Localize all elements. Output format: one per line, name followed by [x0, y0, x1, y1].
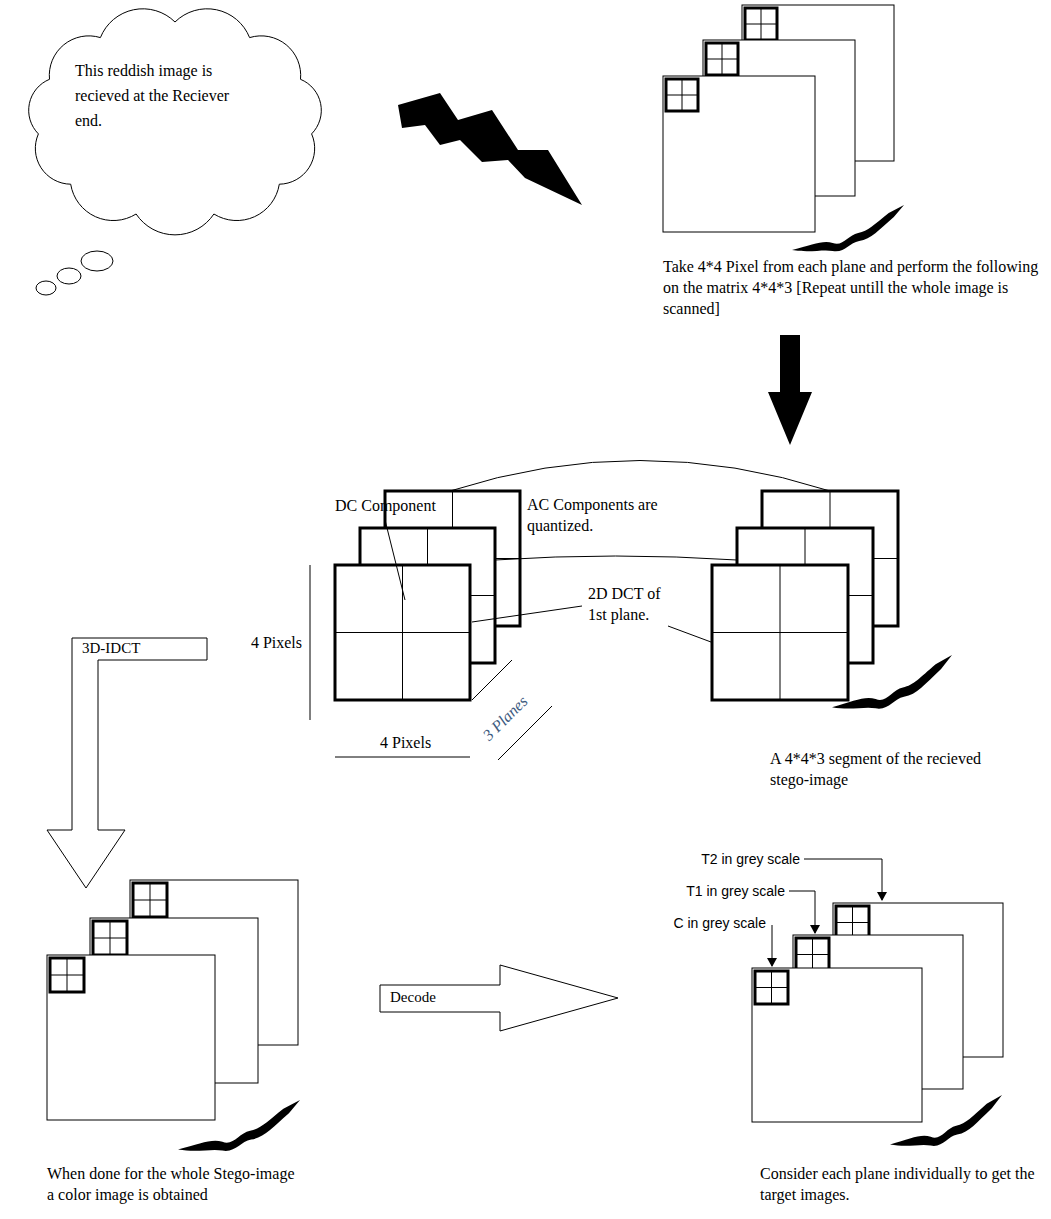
brush-stroke	[890, 1095, 1002, 1146]
plane-callout: T2 in grey scale	[701, 850, 800, 868]
depth-line	[472, 660, 512, 700]
callout-arrow	[772, 925, 773, 966]
callout-arrow	[789, 891, 815, 933]
pixel-block	[745, 8, 777, 40]
pixel-block	[133, 883, 167, 917]
thought-cloud: This reddish image is recieved at the Re…	[15, 0, 335, 240]
image-plane	[752, 968, 922, 1122]
down-arrow	[768, 335, 812, 445]
pixel-grid	[50, 975, 84, 976]
caption: Consider each plane individually to get …	[760, 1163, 1040, 1205]
pixel-block	[666, 79, 698, 111]
brush-stroke	[832, 655, 952, 709]
plane-callout: T1 in grey scale	[686, 882, 785, 900]
pixel-block	[706, 43, 738, 75]
cloud-text: This reddish image is recieved at the Re…	[75, 58, 245, 133]
pixel-block	[836, 906, 869, 939]
thought-bubble	[57, 268, 81, 284]
dimension-line	[335, 757, 470, 758]
dimension-label: 4 Pixels	[251, 632, 302, 653]
dimension-line	[310, 565, 311, 720]
arrow-label: 3D-IDCT	[82, 639, 140, 657]
leader-line	[385, 520, 405, 600]
connector-arc	[495, 556, 737, 560]
callout-arrow	[804, 859, 882, 900]
pixel-block	[93, 921, 127, 955]
pixel-grid	[745, 24, 777, 25]
caption: A 4*4*3 segment of the recieved stego-im…	[770, 748, 985, 790]
lightning-bolt	[398, 93, 582, 205]
arrow-label: Decode	[390, 988, 436, 1006]
plane-callout: C in grey scale	[673, 914, 766, 932]
pixel-grid	[93, 938, 127, 939]
pixel-grid	[706, 59, 738, 60]
pixel-grid	[755, 987, 788, 988]
thought-bubble	[36, 281, 56, 295]
dct-plane	[335, 565, 470, 700]
component-label: 2D DCT of 1st plane.	[588, 583, 666, 625]
component-label: DC Component	[335, 495, 436, 516]
leader-line	[668, 626, 711, 642]
decode-arrow	[380, 965, 618, 1031]
caption: When done for the whole Stego-image a co…	[47, 1163, 297, 1205]
pixel-block	[50, 958, 84, 992]
dct-plane	[712, 565, 848, 700]
dimension-label: 3 Planes	[478, 691, 532, 745]
leader-line	[472, 606, 582, 622]
pixel-grid	[796, 954, 829, 955]
thought-bubble	[81, 251, 113, 271]
pixel-grid	[133, 900, 167, 901]
component-label: AC Components are quantized.	[527, 494, 662, 536]
image-plane	[663, 76, 815, 232]
image-plane	[47, 955, 215, 1120]
dct-grid	[335, 632, 470, 633]
pixel-grid	[666, 95, 698, 96]
dct-grid	[712, 632, 848, 633]
brush-stroke	[792, 205, 904, 251]
pixel-block	[755, 971, 788, 1004]
cloud-outline	[15, 0, 335, 240]
dimension-label: 4 Pixels	[380, 732, 431, 753]
idct-arrow	[47, 638, 207, 888]
pixel-block	[796, 938, 829, 971]
connector-arc	[450, 461, 830, 492]
step-note: Take 4*4 Pixel from each plane and perfo…	[663, 256, 1043, 319]
brush-stroke	[178, 1100, 300, 1151]
pixel-grid	[836, 922, 869, 923]
